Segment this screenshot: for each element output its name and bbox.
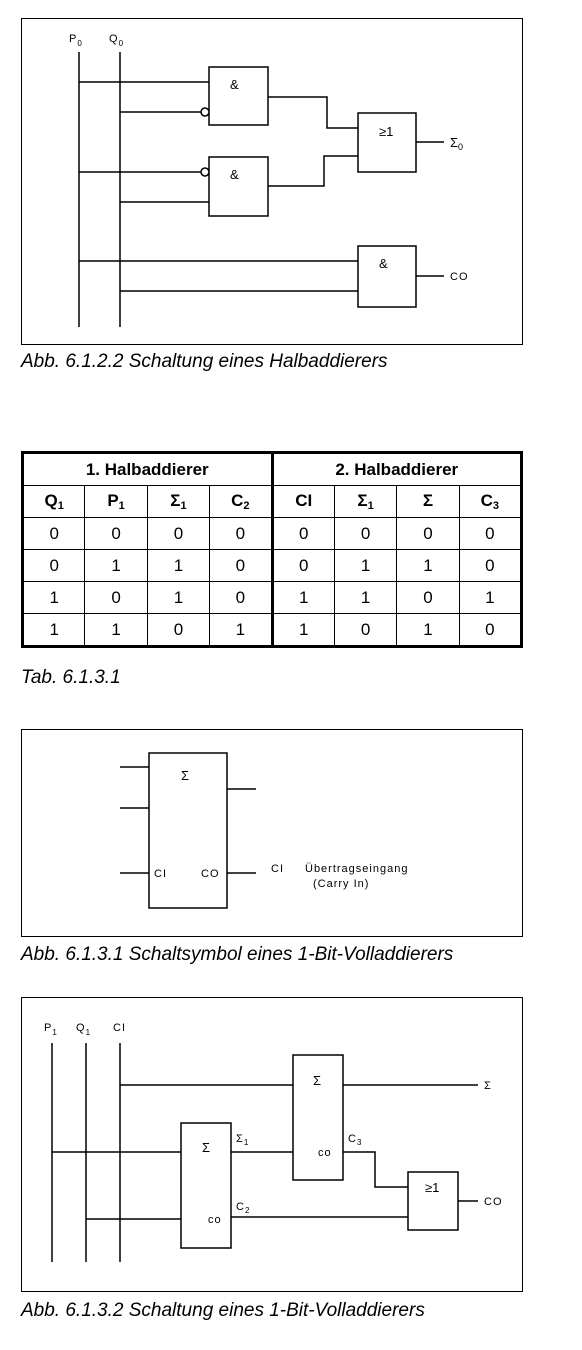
ha1-sum-label: Σ xyxy=(202,1140,210,1155)
c2-label: C2 xyxy=(236,1201,250,1215)
full-adder-symbol-diagram: Σ CI CO CI Übertragseingang (Carry In) xyxy=(120,752,408,909)
group-header-2: 2. Halbaddierer xyxy=(271,451,523,486)
pin-ci-label: CI xyxy=(154,868,167,880)
fig3-frame xyxy=(21,997,523,1292)
input-ci-label: CI xyxy=(113,1022,126,1034)
legend-ci-text2: (Carry In) xyxy=(313,878,369,890)
input-q0-label: Q0 xyxy=(109,33,124,48)
sigma1-label: Σ1 xyxy=(236,1133,249,1147)
table-cell: 0 xyxy=(209,549,274,582)
half-adder-diagram: P0 Q0 & & ≥1 & Σ0 CO xyxy=(69,33,469,327)
ha2-co-label: co xyxy=(318,1147,332,1159)
table-cell: 1 xyxy=(209,613,274,648)
fig2-caption: Abb. 6.1.3.1 Schaltsymbol eines 1-Bit-Vo… xyxy=(21,944,454,965)
table-cell: 0 xyxy=(458,517,524,550)
table-caption: Tab. 6.1.3.1 xyxy=(21,667,121,688)
column-header: P1 xyxy=(84,485,148,518)
table-cell: 0 xyxy=(20,549,86,582)
fig1-frame xyxy=(21,18,523,345)
ha2-sum-label: Σ xyxy=(313,1073,321,1088)
fig1-caption: Abb. 6.1.2.2 Schaltung eines Halbaddiere… xyxy=(21,351,388,372)
carry-output-label: CO xyxy=(484,1196,503,1208)
table-cell: 0 xyxy=(20,517,86,550)
table-cell: 1 xyxy=(20,613,86,648)
fig3-caption: Abb. 6.1.3.2 Schaltung eines 1-Bit-Volla… xyxy=(21,1300,425,1321)
legend-ci-key: CI xyxy=(271,863,284,875)
column-header: Q1 xyxy=(20,485,86,518)
full-adder-box xyxy=(148,752,228,909)
table-cell: 0 xyxy=(146,613,211,648)
table-cell: 0 xyxy=(458,549,524,582)
table-cell: 1 xyxy=(333,581,398,614)
table-cell: 0 xyxy=(458,613,524,648)
box-sum-label: Σ xyxy=(181,768,189,783)
column-header: Σ1 xyxy=(333,485,398,518)
table-cell: 0 xyxy=(209,581,274,614)
table-cell: 0 xyxy=(396,581,460,614)
table-cell: 0 xyxy=(396,517,460,550)
table-cell: 1 xyxy=(84,613,148,648)
table-cell: 1 xyxy=(20,581,86,614)
full-adder-circuit-diagram: P1 Q1 CI Σ co Σ co Σ1 C2 C3 ≥1 Σ CO xyxy=(44,1022,503,1262)
or-gate-label: ≥1 xyxy=(379,124,393,139)
carry-output-label: CO xyxy=(450,271,469,283)
input-p0-label: P0 xyxy=(69,33,83,48)
and-gate-2-label: & xyxy=(230,167,239,182)
inverter-bubble xyxy=(200,167,210,177)
half-adder-1-box xyxy=(180,1122,232,1249)
table-cell: 1 xyxy=(396,613,460,648)
table-cell: 1 xyxy=(333,549,398,582)
input-q1-label: Q1 xyxy=(76,1022,91,1037)
table-group-header-row: 1. Halbaddierer 2. Halbaddierer xyxy=(21,451,523,486)
pin-co-label: CO xyxy=(201,868,220,880)
sum-output-label: Σ xyxy=(484,1080,492,1092)
table-cell: 1 xyxy=(146,549,211,582)
and-gate-1-label: & xyxy=(230,77,239,92)
half-adder-2-box xyxy=(292,1054,344,1181)
table-cell: 1 xyxy=(84,549,148,582)
ha1-co-label: co xyxy=(208,1214,222,1226)
table-cell: 0 xyxy=(333,613,398,648)
column-header: Σ1 xyxy=(146,485,211,518)
c3-label: C3 xyxy=(348,1133,362,1147)
sum0-output-label: Σ0 xyxy=(450,135,463,152)
and-gate-1 xyxy=(208,66,269,126)
input-p1-label: P1 xyxy=(44,1022,58,1037)
inverter-bubble xyxy=(200,107,210,117)
table-cell: 0 xyxy=(146,517,211,550)
table-cell: 1 xyxy=(396,549,460,582)
or-gate-label: ≥1 xyxy=(425,1180,439,1195)
fig2-frame xyxy=(21,729,523,937)
and-gate-carry-label: & xyxy=(379,256,388,271)
legend-ci-text: Übertragseingang xyxy=(305,863,408,875)
